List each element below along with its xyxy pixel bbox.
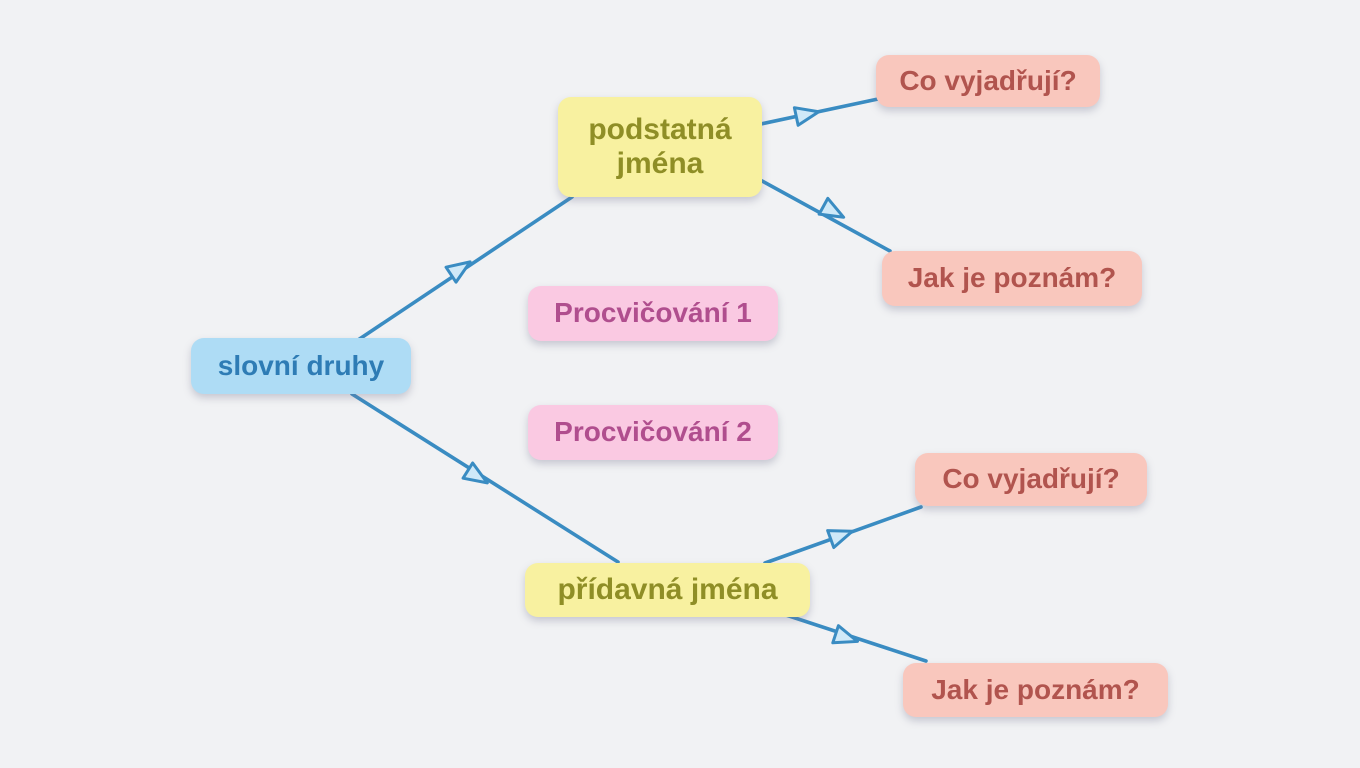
edge-adjective-to-adj-how (784, 613, 928, 663)
node-adj-jak-je-poznam[interactable]: Jak je poznám? (903, 663, 1168, 717)
node-noun-jak-je-poznam[interactable]: Jak je poznám? (882, 251, 1142, 306)
node-label: Jak je poznám? (931, 673, 1140, 705)
node-label: Co vyjadřují? (942, 463, 1120, 495)
node-pridavna-jmena[interactable]: přídavná jména (525, 563, 810, 617)
node-label: Co vyjadřují? (899, 64, 1077, 96)
node-label: Jak je poznám? (907, 262, 1117, 294)
node-podstatna-jmena[interactable]: podstatná jména (558, 97, 762, 197)
node-label: Procvičování 2 (554, 416, 752, 448)
edge-noun-to-noun-how (740, 168, 892, 253)
edge-adjective-to-adj-what (763, 505, 923, 565)
node-procvicovani-2[interactable]: Procvičování 2 (528, 405, 778, 460)
node-label: slovní druhy (217, 349, 385, 381)
edge-noun-to-noun-what (740, 97, 880, 130)
node-label: Procvičování 1 (554, 297, 752, 329)
node-label: podstatná jména (588, 112, 732, 181)
node-adj-co-vyjadruji[interactable]: Co vyjadřují? (915, 453, 1147, 506)
node-label: přídavná jména (557, 572, 778, 606)
node-procvicovani-1[interactable]: Procvičování 1 (528, 286, 778, 341)
node-noun-co-vyjadruji[interactable]: Co vyjadřují? (876, 55, 1100, 107)
node-slovni-druhy[interactable]: slovní druhy (191, 338, 411, 394)
